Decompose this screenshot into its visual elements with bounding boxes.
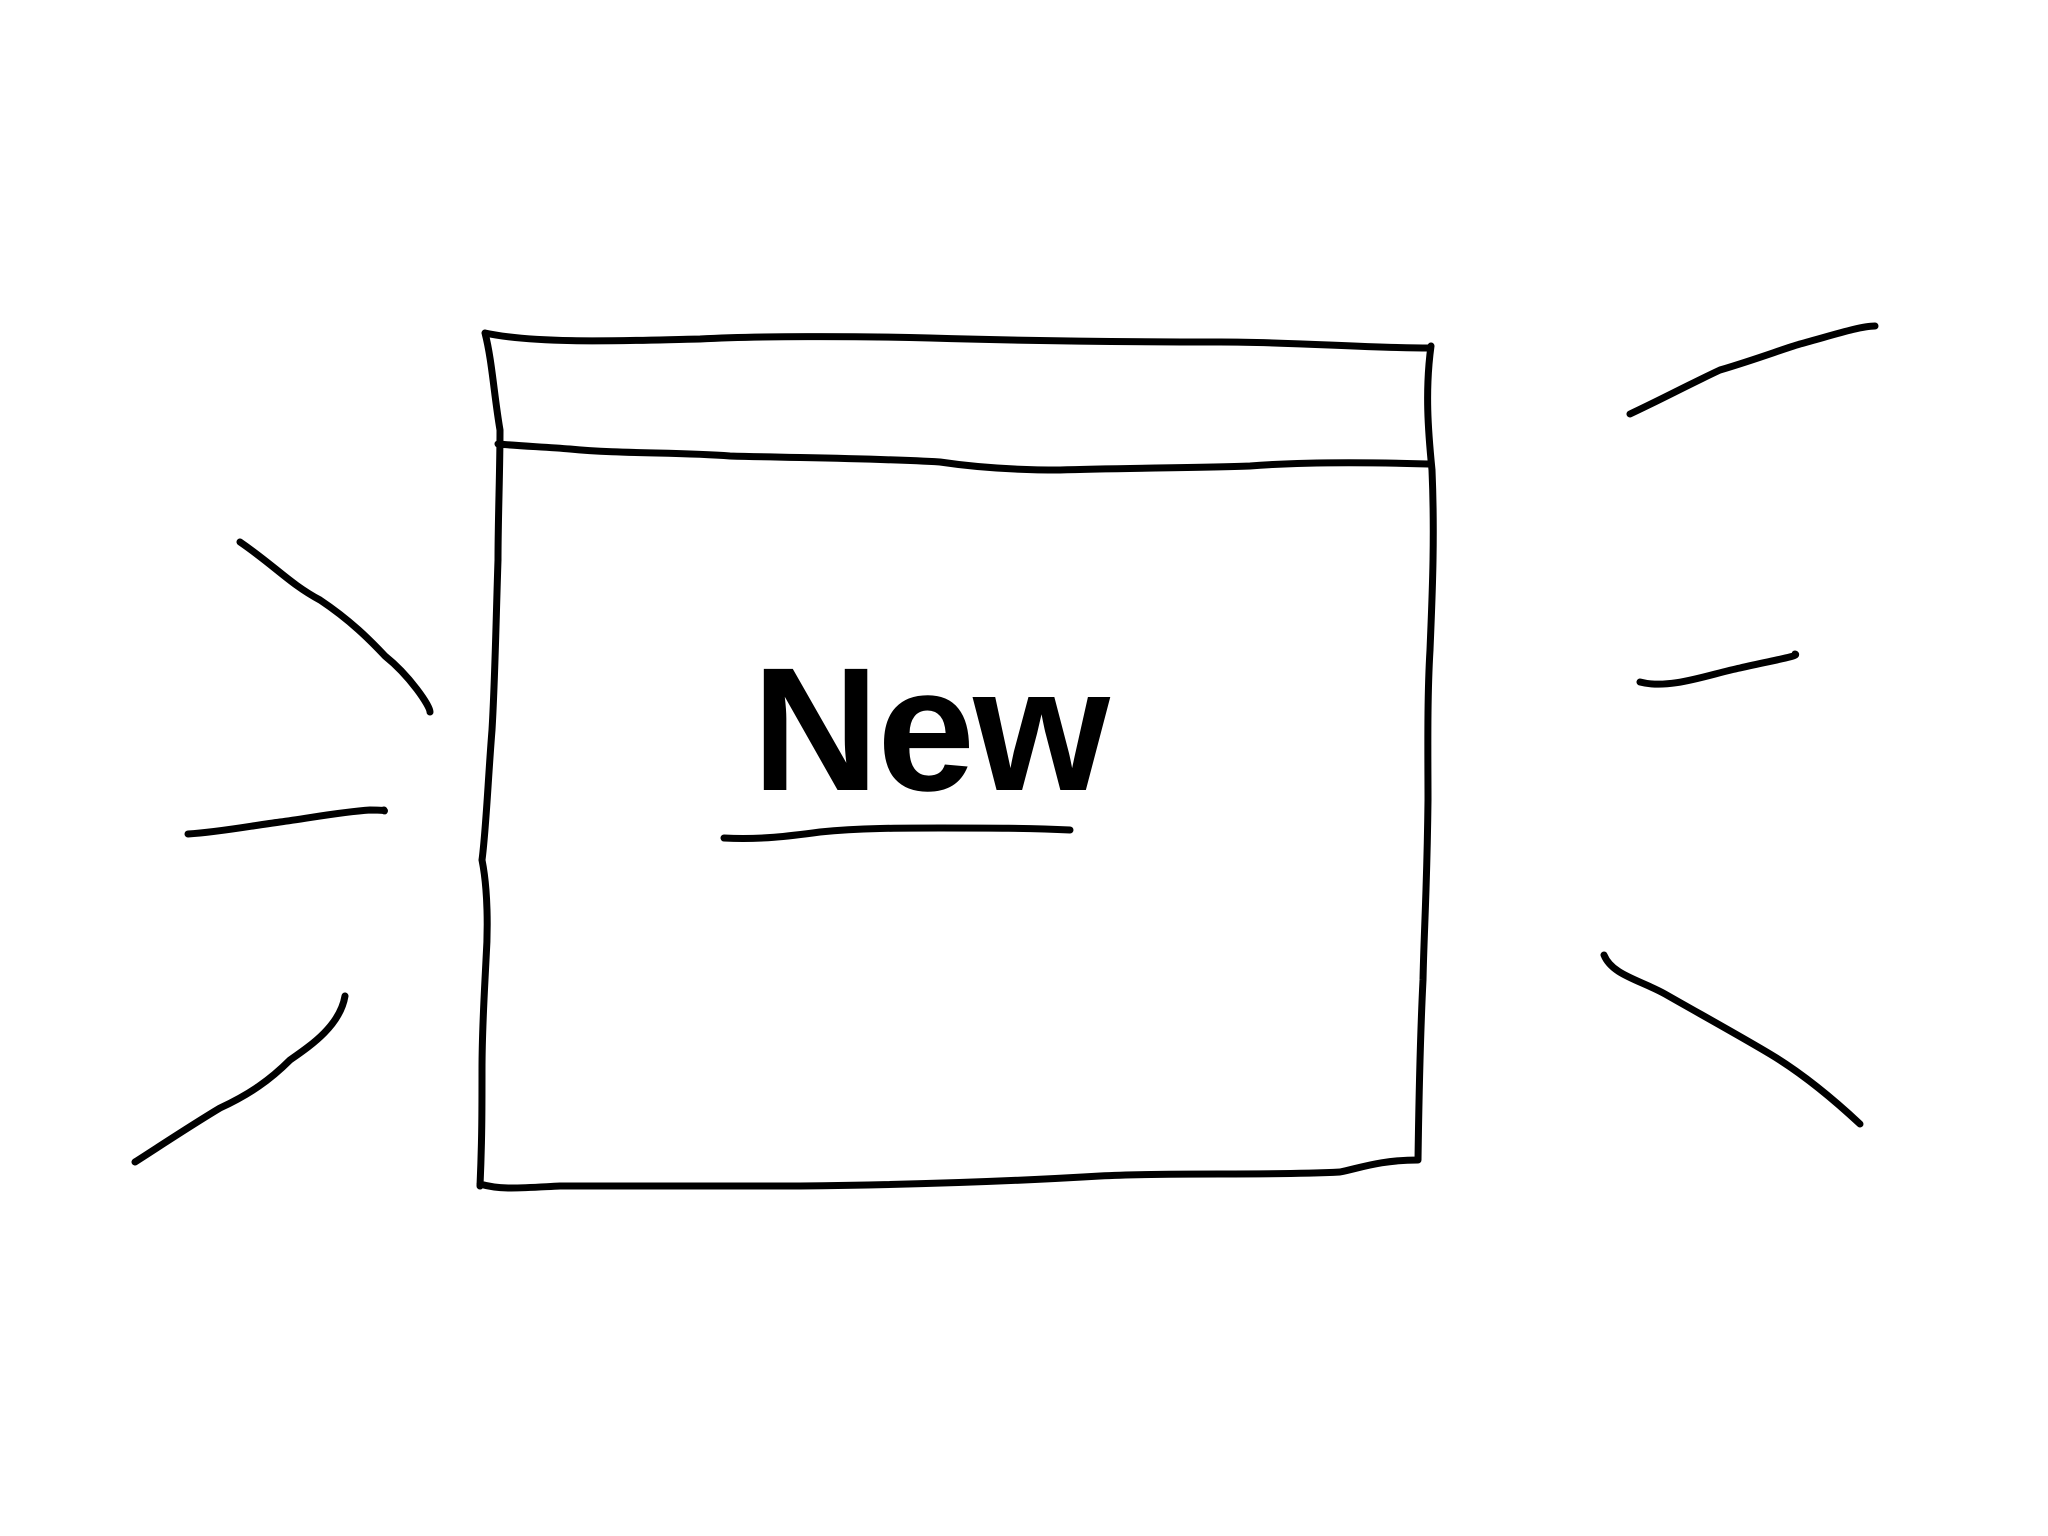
new-label: New <box>752 632 1110 828</box>
emphasis-stroke-right-top <box>1626 322 1879 418</box>
emphasis-stroke-left-bottom <box>131 992 349 1166</box>
emphasis-stroke-left-top <box>236 538 434 716</box>
emphasis-stroke-left-middle <box>184 806 388 838</box>
label-underline <box>720 824 1074 843</box>
emphasis-stroke-right-bottom <box>1600 951 1864 1128</box>
window-frame <box>476 329 1437 1192</box>
window-title-bar-line <box>494 440 1432 474</box>
emphasis-stroke-right-middle <box>1636 650 1800 688</box>
